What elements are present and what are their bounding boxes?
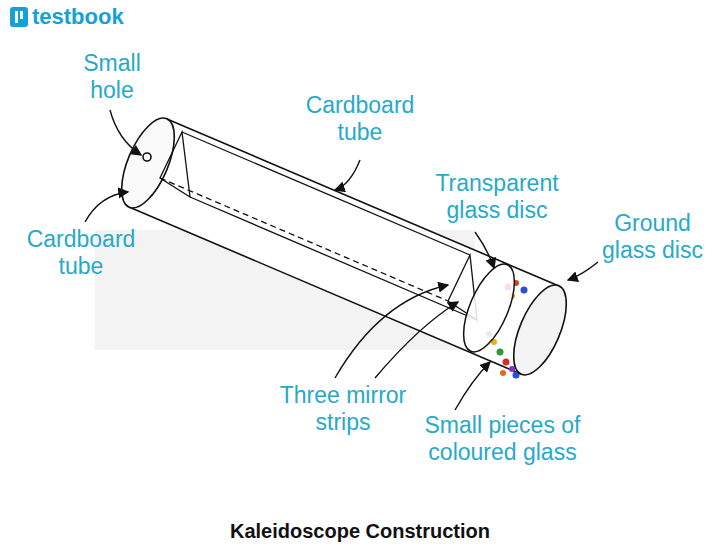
diagram-title: Kaleidoscope Construction [0, 520, 720, 543]
part-label: Small hole [62, 50, 162, 104]
ground-glass-disc [503, 278, 577, 382]
transparent-disc [453, 257, 525, 358]
part-label: Small pieces of coloured glass [420, 412, 585, 466]
mirror-prism [160, 132, 477, 320]
part-label: Three mirror strips [258, 382, 428, 436]
watermark-logo: testbook [32, 4, 152, 30]
part-label: Transparent glass disc [412, 170, 582, 224]
part-label: Ground glass disc [590, 210, 715, 264]
part-label: Cardboard tube [290, 92, 430, 146]
part-label: Cardboard tube [6, 226, 156, 280]
logo-icon [10, 7, 28, 27]
tube [111, 111, 559, 374]
leader-lines [85, 110, 598, 410]
